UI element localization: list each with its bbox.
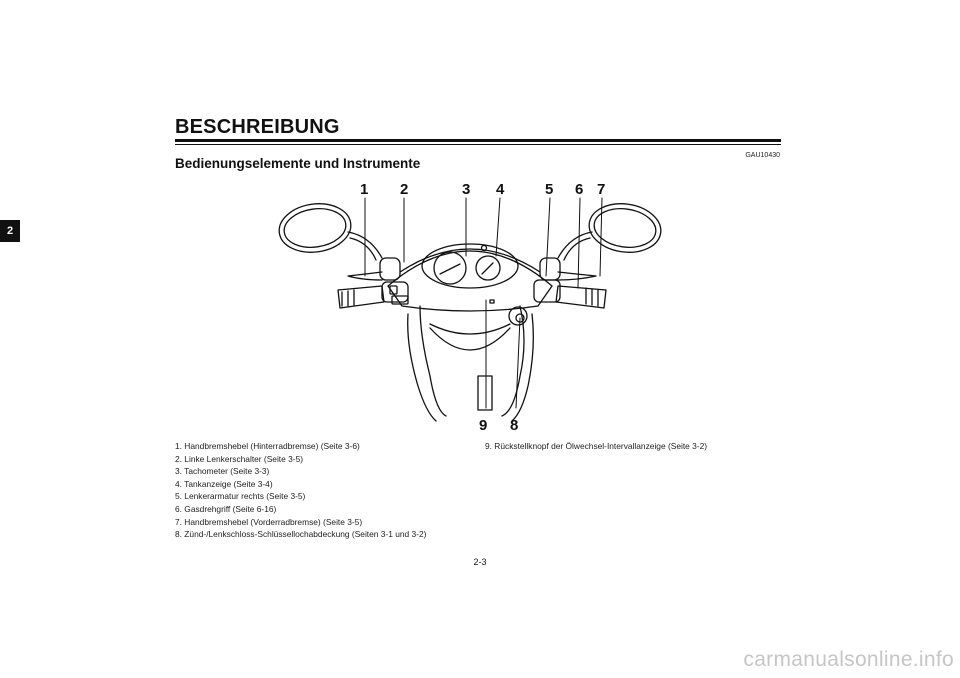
callout-5: 5 bbox=[545, 181, 553, 198]
storage-vent bbox=[477, 375, 493, 411]
legend-item: 2. Linke Lenkerschalter (Seite 3-5) bbox=[175, 453, 304, 464]
legend-item: 5. Lenkerarmatur rechts (Seite 3-5) bbox=[175, 491, 306, 502]
right-mirror bbox=[557, 203, 662, 261]
legend-item: 7. Handbremshebel (Vorderradbremse) (Sei… bbox=[175, 516, 363, 527]
left-grip bbox=[337, 285, 385, 309]
legend-item: 3. Tachometer (Seite 3-3) bbox=[175, 466, 270, 477]
fuel-gauge bbox=[475, 255, 501, 281]
scooter-handlebar-illustration: 1 2 3 4 5 6 7 8 9 bbox=[278, 181, 662, 434]
left-mirror bbox=[278, 203, 383, 261]
right-brake-lever bbox=[557, 271, 597, 281]
callout-3: 3 bbox=[462, 181, 470, 198]
page-title: BESCHREIBUNG bbox=[175, 116, 340, 138]
speedometer-gauge bbox=[433, 251, 467, 285]
right-switch-housing bbox=[533, 279, 561, 303]
callout-1: 1 bbox=[360, 181, 368, 198]
legend-right: 9. Rückstellknopf der Ölwechsel-Interval… bbox=[485, 440, 785, 453]
legend-item: 8. Zünd-/Lenkschloss-Schlüssellochabdeck… bbox=[175, 529, 427, 540]
section-title: Bedienungselemente und Instrumente bbox=[175, 156, 421, 171]
legend-left: 1. Handbremshebel (Hinterradbremse) (Sei… bbox=[175, 440, 475, 541]
instrument-cluster bbox=[421, 243, 519, 289]
legend-item: 6. Gasdrehgriff (Seite 6-16) bbox=[175, 503, 277, 514]
callout-2: 2 bbox=[400, 181, 408, 198]
ignition-switch bbox=[508, 306, 528, 326]
callout-8: 8 bbox=[510, 417, 518, 434]
page-number: 2-3 bbox=[473, 557, 487, 567]
legend-item: 1. Handbremshebel (Hinterradbremse) (Sei… bbox=[175, 441, 360, 451]
left-switch-housing bbox=[381, 281, 409, 303]
section-code: GAU10430 bbox=[745, 152, 780, 159]
throttle-grip bbox=[555, 285, 607, 309]
legend-item: 9. Rückstellknopf der Ölwechsel-Interval… bbox=[485, 441, 708, 451]
left-brake-lever bbox=[347, 271, 383, 281]
legend-item: 4. Tankanzeige (Seite 3-4) bbox=[175, 478, 273, 489]
callout-6: 6 bbox=[575, 181, 583, 198]
watermark[interactable]: carmanualsonline.info bbox=[743, 648, 954, 671]
header-rule bbox=[175, 139, 781, 145]
callout-9: 9 bbox=[479, 417, 487, 434]
chapter-tab: 2 bbox=[0, 220, 20, 242]
callout-7: 7 bbox=[597, 181, 605, 198]
callout-4: 4 bbox=[496, 181, 505, 198]
